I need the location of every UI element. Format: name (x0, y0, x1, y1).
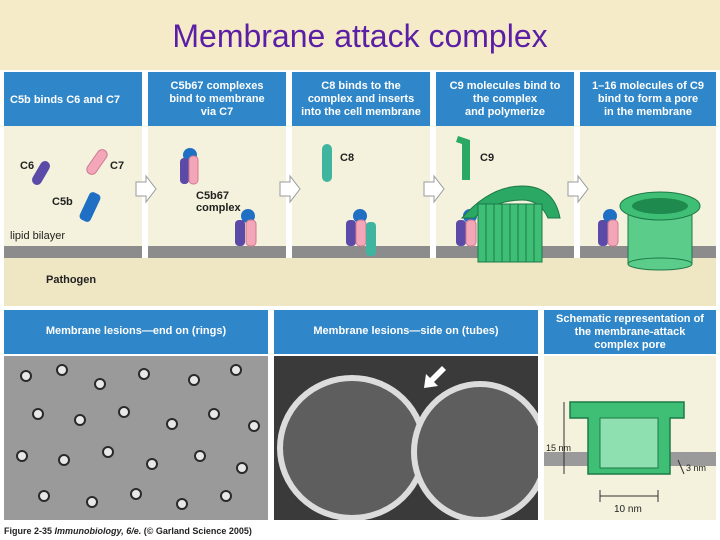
schematic-diagram (544, 401, 716, 502)
tubes-micrograph (274, 356, 538, 520)
membrane-2 (148, 246, 286, 258)
p3-head (353, 209, 367, 223)
c9-label: C9 (480, 152, 495, 164)
dim-height-label: 15 nm (546, 443, 572, 453)
ring-17 (194, 450, 206, 462)
step-arrows (135, 174, 589, 204)
ring-8 (74, 414, 86, 426)
ring-4 (138, 368, 150, 380)
ring-2 (56, 364, 68, 376)
ring-6 (230, 364, 242, 376)
ring-19 (38, 490, 50, 502)
title-bar (0, 0, 720, 70)
vesicle-right (411, 381, 538, 520)
c7-label: C7 (110, 160, 125, 172)
p3-c6 (346, 220, 356, 246)
ring-9 (118, 406, 130, 418)
complex-text: complex (196, 202, 241, 214)
c9-polymer-rim (460, 185, 561, 219)
ring-13 (16, 450, 28, 462)
membrane-1 (4, 246, 142, 258)
ring-10 (166, 418, 178, 430)
c9-pore (619, 191, 701, 271)
ring-3 (94, 378, 106, 390)
panel-2-header: C5b67 complexes bind to membrane via C7 (148, 72, 286, 126)
p4-c7 (465, 219, 477, 247)
tubes-header: Membrane lesions—side on (tubes) (274, 310, 538, 354)
step-arrow-2 (279, 174, 301, 204)
free-c8 (322, 144, 332, 182)
c5b67-text: C5b67 (196, 190, 230, 202)
ring-18 (236, 462, 248, 474)
c5b67-c6 (180, 158, 189, 184)
top-row-diagram (4, 136, 716, 306)
membranes (4, 246, 716, 258)
ring-12 (248, 420, 260, 432)
step-arrow-1 (135, 174, 157, 204)
c5b67-complex-label: C5b67 complex (196, 190, 241, 214)
panel-4-header: C9 molecules bind to the complex and pol… (436, 72, 574, 126)
c9-polymer (460, 185, 561, 263)
ring-lesions (16, 364, 260, 510)
dim-thickness-label: 3 nm (686, 463, 707, 473)
p5-c6 (598, 220, 608, 246)
thickness-dimension (677, 459, 685, 475)
step-arrow-3 (423, 174, 445, 204)
panel-1-header: C5b binds C6 and C7 (4, 72, 142, 126)
panel-5-header: 1–16 molecules of C9 bind to form a pore… (580, 72, 716, 126)
p3-c8 (366, 222, 376, 256)
rings-header: Membrane lesions—end on (rings) (4, 310, 268, 354)
c6-label: C6 (20, 160, 35, 172)
c5b-label: C5b (52, 196, 73, 208)
c7-molecule (86, 149, 108, 175)
lipid-bilayer-label: lipid bilayer (10, 230, 66, 242)
free-c9 (456, 136, 470, 180)
ring-21 (130, 488, 142, 500)
bound-c7 (245, 219, 257, 247)
p4-c6 (456, 220, 466, 246)
ring-22 (176, 498, 188, 510)
schematic-header: Schematic representation of the membrane… (544, 310, 716, 354)
ring-11 (208, 408, 220, 420)
dim-width-label: 10 nm (614, 504, 642, 515)
vesicle-left (277, 375, 427, 520)
ring-7 (32, 408, 44, 420)
ring-5 (188, 374, 200, 386)
credit: (© Garland Science 2005) (143, 526, 252, 536)
ring-20 (86, 496, 98, 508)
figure-caption: Figure 2-35 Immunobiology, 6/e. (© Garla… (4, 526, 252, 536)
p3-c7 (355, 219, 367, 247)
membrane-3 (292, 246, 430, 258)
c5b-molecule (79, 192, 101, 222)
ring-1 (20, 370, 32, 382)
c6-molecule (32, 161, 50, 185)
pore-bottom (627, 257, 693, 271)
bound-c6 (235, 220, 245, 246)
rings-micrograph (4, 356, 268, 520)
ring-23 (220, 490, 232, 502)
c5b67-c7 (188, 155, 199, 185)
step-arrow-4 (567, 174, 589, 204)
pathogen-label: Pathogen (46, 274, 97, 286)
panel-3-header: C8 binds to the complex and inserts into… (292, 72, 430, 126)
lesion-pointer-arrow (424, 366, 446, 388)
figure-number: Figure 2-35 (4, 526, 53, 536)
pathogen-area (4, 258, 716, 306)
c8-label: C8 (340, 152, 355, 164)
slide-title: Membrane attack complex (172, 18, 548, 54)
ring-16 (146, 458, 158, 470)
pore-lumen (599, 417, 659, 469)
p5-c7 (607, 219, 619, 247)
ring-15 (102, 446, 114, 458)
ring-14 (58, 454, 70, 466)
book-title: Immunobiology, 6/e. (54, 526, 142, 536)
pore-opening (632, 198, 688, 214)
